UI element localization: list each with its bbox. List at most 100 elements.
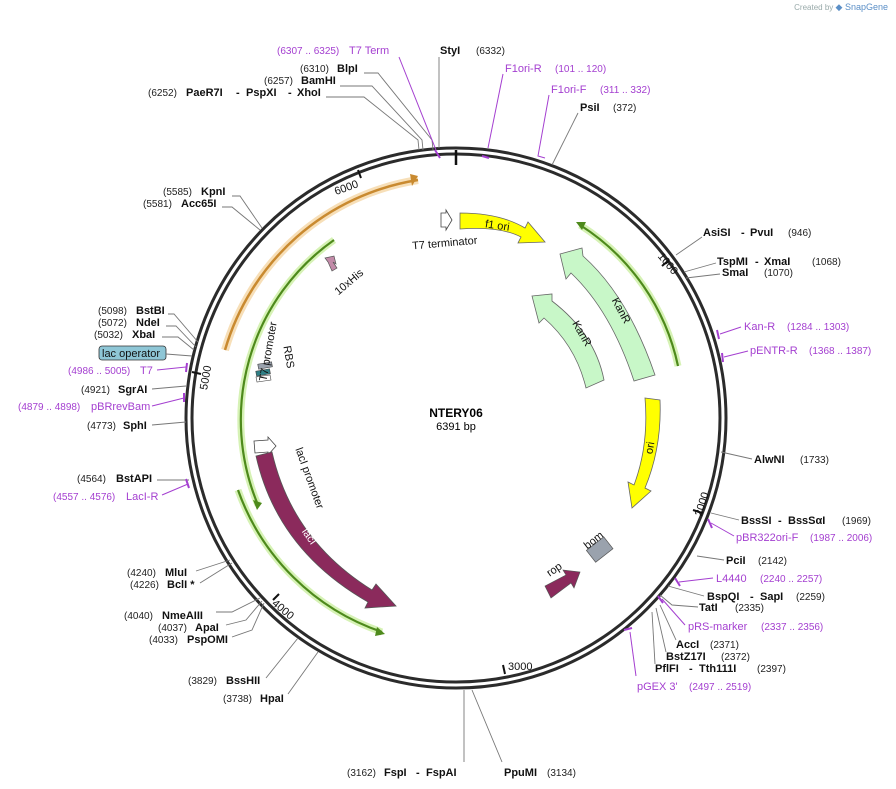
primer-range: (311 .. 332)	[600, 85, 650, 96]
enzyme-position: (4226)	[130, 580, 159, 591]
enzyme-name: BstZ17I	[666, 651, 706, 663]
primer-range: (2240 .. 2257)	[760, 574, 822, 585]
enzyme-name: BclI *	[167, 579, 195, 591]
enzyme-tspmi-xmai: TspMI - XmaI (1068)	[683, 256, 841, 273]
enzyme-position: (4773)	[87, 421, 116, 432]
enzyme-kpni: (5585) KpnI	[163, 186, 263, 229]
enzyme-separator: -	[236, 87, 240, 99]
enzyme-bstz17i: BstZ17I (2372)	[655, 607, 750, 663]
primer-prs-marker: pRS-marker (2337 .. 2356)	[657, 595, 823, 633]
enzyme-position: (3162)	[347, 768, 376, 779]
enzyme-bstapi: (4564) BstAPI	[77, 473, 189, 485]
primer-pgex3: pGEX 3' (2497 .. 2519)	[623, 627, 751, 693]
plasmid-length: 6391 bp	[436, 421, 476, 433]
enzyme-position: (946)	[788, 228, 811, 239]
primer-range: (6307 .. 6325)	[277, 46, 339, 57]
enzyme-position: (1969)	[842, 516, 871, 527]
enzyme-position: (5585)	[163, 187, 192, 198]
enzyme-asisi-pvui: AsiSI - PvuI (946)	[675, 227, 811, 256]
enzyme-position: (6257)	[264, 76, 293, 87]
enzyme-position: (2397)	[757, 664, 786, 675]
feature-bom: bom	[582, 529, 614, 563]
enzyme-name-2: BssSαI	[788, 515, 825, 527]
enzyme-name: BstBI	[136, 305, 165, 317]
primer-t7-term: (6307 .. 6325) T7 Term	[277, 45, 441, 159]
feature-laci: lacI	[255, 451, 397, 609]
enzyme-name: SphI	[123, 420, 147, 432]
enzyme-separator: -	[416, 767, 420, 779]
enzyme-position: (2259)	[796, 592, 825, 603]
snapgene-logo: ◆ SnapGene	[835, 2, 888, 12]
enzyme-name-2: FspAI	[426, 767, 457, 779]
primer-range: (1284 .. 1303)	[787, 322, 849, 333]
enzyme-name: BspQI	[707, 591, 739, 603]
enzyme-position: (372)	[613, 103, 636, 114]
green-arc-right-head	[576, 222, 586, 230]
tick-label: 3000	[508, 661, 532, 673]
enzyme-name: NdeI	[136, 317, 160, 329]
feature-f1-ori: f1 ori	[459, 212, 546, 244]
enzyme-name-2: PvuI	[750, 227, 773, 239]
primer-name: F1ori-F	[551, 84, 587, 96]
enzyme-name: FspI	[384, 767, 407, 779]
enzyme-smai: SmaI (1070)	[685, 267, 793, 279]
enzyme-name: PflFI	[655, 663, 679, 675]
feature-rop: rop	[544, 560, 581, 599]
backbone	[184, 146, 728, 690]
enzyme-separator: -	[778, 515, 782, 527]
enzyme-psii: PsiI (372)	[551, 102, 636, 166]
enzyme-bsshii: (3829) BssHII	[188, 637, 299, 687]
green-arc-left-head	[253, 500, 262, 510]
enzyme-position: (5032)	[94, 330, 123, 341]
enzyme-separator: -	[755, 256, 759, 268]
enzyme-paer7i-pspxi-xhoi: (6252) PaeR7I - PspXI - XhoI	[148, 87, 420, 151]
enzyme-apai: (4037) ApaI	[158, 600, 263, 634]
enzyme-position: (4240)	[127, 568, 156, 579]
enzyme-position: (4040)	[124, 611, 153, 622]
primer-range: (101 .. 120)	[555, 64, 606, 75]
enzyme-hpai: (3738) HpaI	[223, 651, 319, 705]
enzyme-position: (5098)	[98, 306, 127, 317]
primer-pbrrevbam: (4879 .. 4898) pBRrevBam	[18, 393, 185, 413]
enzyme-name: AsiSI	[703, 227, 731, 239]
enzyme-name-2: PspXI	[246, 87, 277, 99]
enzyme-name: BssSI	[741, 515, 772, 527]
enzyme-name: XbaI	[132, 329, 155, 341]
enzyme-name: SgrAI	[118, 384, 147, 396]
feature-label-rbs: RBS	[280, 345, 296, 369]
enzyme-name: KpnI	[201, 186, 225, 198]
enzyme-styi: StyI (6332)	[438, 45, 505, 148]
enzyme-position: (3829)	[188, 676, 217, 687]
enzyme-position: (2371)	[710, 640, 739, 651]
enzyme-bcli: (4226) BclI *	[130, 562, 233, 591]
enzyme-separator: -	[288, 87, 292, 99]
feature-kanr-outer: KanR	[559, 247, 656, 382]
enzyme-name: BamHI	[301, 75, 336, 87]
enzyme-name: BstAPI	[116, 473, 152, 485]
enzyme-position: (1070)	[764, 268, 793, 279]
feature-label-t7-terminator: T7 terminator	[412, 235, 479, 253]
enzyme-ppumi: PpuMI (3134)	[471, 689, 576, 779]
feature-label-lac-operator: lac operator	[102, 348, 160, 360]
enzyme-name-2: Tth111I	[699, 663, 736, 675]
primer-name: pBR322ori-F	[736, 532, 799, 544]
feature-label-laci-promoter: lacI promoter	[292, 446, 325, 511]
enzyme-position: (6332)	[476, 46, 505, 57]
enzyme-name-2: SapI	[760, 591, 783, 603]
primer-range: (1987 .. 2006)	[810, 533, 872, 544]
enzyme-name: PaeR7I	[186, 87, 223, 99]
primer-t7: (4986 .. 5005) T7	[68, 362, 188, 377]
primer-name: pRS-marker	[688, 621, 748, 633]
primer-name: Kan-R	[744, 321, 775, 333]
primer-f1ori-r: F1ori-R (101 .. 120)	[481, 63, 606, 159]
feature-label-10xhis: 10xHis	[333, 267, 367, 298]
enzyme-name-3: XhoI	[297, 87, 321, 99]
enzyme-sgrai: (4921) SgrAI	[81, 384, 187, 396]
orange-arc-head	[410, 174, 418, 186]
primer-name: pGEX 3'	[637, 681, 678, 693]
enzyme-bstbi: (5098) BstBI	[98, 305, 199, 343]
primer-name: L4440	[716, 573, 747, 585]
orange-arc-glow	[221, 176, 419, 352]
primer-range: (1368 .. 1387)	[809, 346, 871, 357]
enzyme-name-2: XmaI	[764, 256, 790, 268]
